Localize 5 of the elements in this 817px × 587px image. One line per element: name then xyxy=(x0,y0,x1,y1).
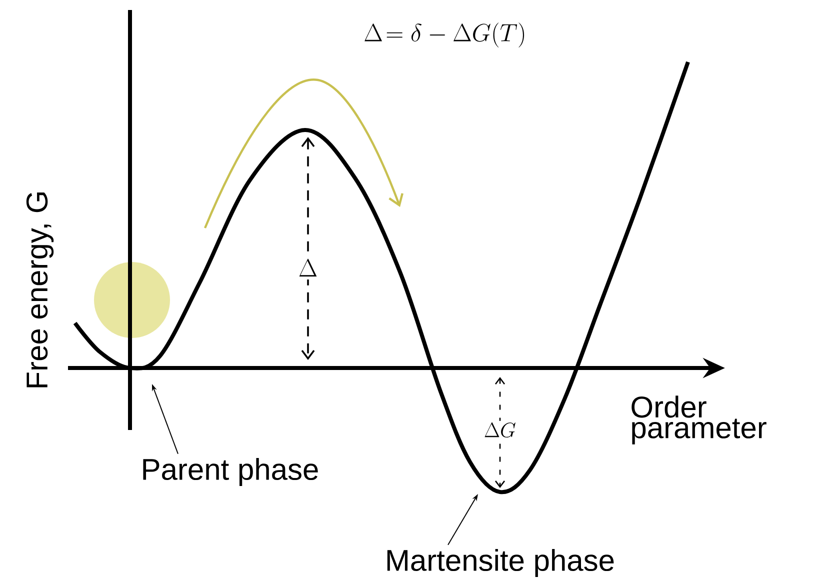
phase-label: Martensite phase xyxy=(387,549,614,577)
dimension-label: $\Delta G$ xyxy=(482,420,518,440)
formula-title: $\Delta\!= \delta - \Delta G(T)$ xyxy=(364,22,524,48)
dimension-label: $\Delta$ xyxy=(295,256,321,280)
axis-label: Order parameter xyxy=(632,396,766,444)
